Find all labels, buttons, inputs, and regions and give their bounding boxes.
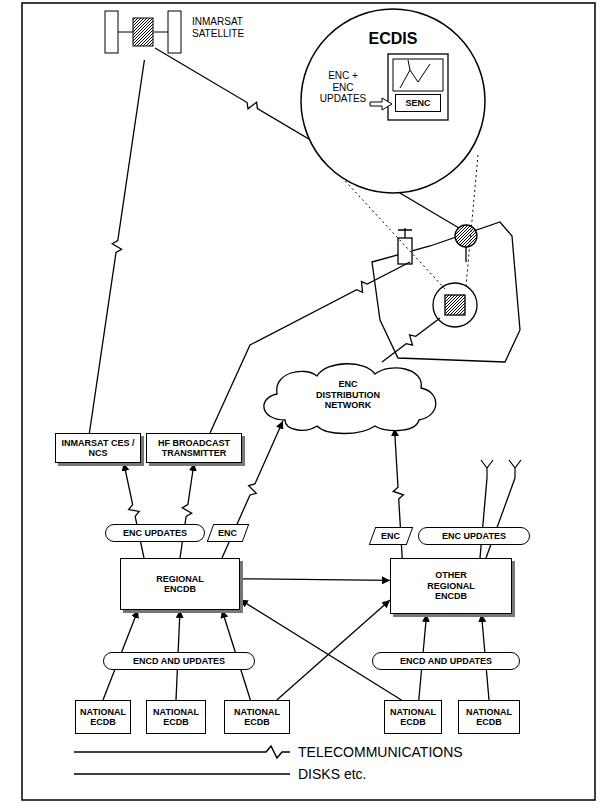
label-tag: ENCD AND UPDATES	[372, 652, 520, 670]
label-tag: ENC	[207, 524, 250, 542]
legend-swatch	[70, 764, 292, 784]
process-box: NATIONAL ECDB	[146, 700, 206, 734]
label-tag: ENC	[369, 527, 414, 545]
senc-box: SENC	[395, 94, 441, 112]
label-tag: ENCD AND UPDATES	[103, 652, 255, 670]
disk-link	[277, 600, 390, 700]
frame	[22, 3, 595, 800]
telecom-link	[124, 463, 144, 558]
legend-text: TELECOMMUNICATIONS	[298, 744, 463, 760]
process-box: HF BROADCAST TRANSMITTER	[146, 433, 242, 463]
process-box: NATIONAL ECDB	[75, 700, 131, 734]
node-title: REGIONAL ENCDB	[145, 574, 215, 595]
node-title: SENC	[405, 98, 430, 108]
process-box: REGIONAL ENCDB	[120, 558, 240, 610]
flow-label: ENCD AND UPDATES	[133, 656, 225, 666]
label-tag: ENC UPDATES	[418, 527, 530, 545]
node-title: NATIONAL ECDB	[228, 707, 286, 728]
node-title: NATIONAL ECDB	[79, 707, 127, 728]
flow-label: ENCD AND UPDATES	[400, 656, 492, 666]
process-box: INMARSAT CES / NCS	[55, 433, 141, 463]
process-box: NATIONAL ECDB	[384, 700, 442, 734]
node-title: NATIONAL ECDB	[388, 707, 438, 728]
satellite-icon: INMARSAT SATELLITE	[100, 8, 285, 60]
ecdis-circle: ECDIS ENC + ENC UPDATES SENC	[300, 8, 486, 194]
node-title: NATIONAL ECDB	[462, 707, 516, 728]
node-title: NATIONAL ECDB	[150, 707, 202, 728]
link-line	[480, 478, 487, 558]
node-title: INMARSAT CES / NCS	[59, 438, 137, 459]
node-title: HF BROADCAST TRANSMITTER	[150, 438, 238, 459]
legend-item: TELECOMMUNICATIONS	[70, 742, 463, 762]
legend-text: DISKS etc.	[298, 766, 366, 782]
node-title: OTHER REGIONAL ENCDB	[416, 570, 486, 601]
antenna	[481, 460, 521, 478]
node-text: ENC + ENC UPDATES	[318, 70, 368, 105]
disk-link	[240, 600, 401, 700]
node-title: ENC DISTRIBUTION NETWORK	[307, 379, 389, 410]
process-box: OTHER REGIONAL ENCDB	[390, 558, 512, 614]
flow-label: ENC	[218, 528, 237, 538]
network-cloud: ENC DISTRIBUTION NETWORK	[255, 358, 441, 432]
flow-label: ENC UPDATES	[442, 531, 506, 541]
legend-swatch	[70, 742, 292, 762]
flow-label: ENC UPDATES	[123, 528, 187, 538]
label-tag: ENC UPDATES	[105, 524, 205, 542]
legend-item: DISKS etc.	[70, 764, 366, 784]
telecom-link	[89, 60, 144, 433]
process-box: NATIONAL ECDB	[224, 700, 290, 734]
ship	[372, 222, 520, 362]
process-box: NATIONAL ECDB	[458, 700, 520, 734]
disk-link	[240, 579, 390, 581]
link-line	[486, 478, 515, 558]
node-title: ECDIS	[300, 30, 486, 48]
telecom-link	[180, 463, 194, 558]
flow-label: ENC	[381, 531, 400, 541]
node-title: INMARSAT SATELLITE	[192, 16, 277, 39]
link-line	[382, 318, 440, 362]
